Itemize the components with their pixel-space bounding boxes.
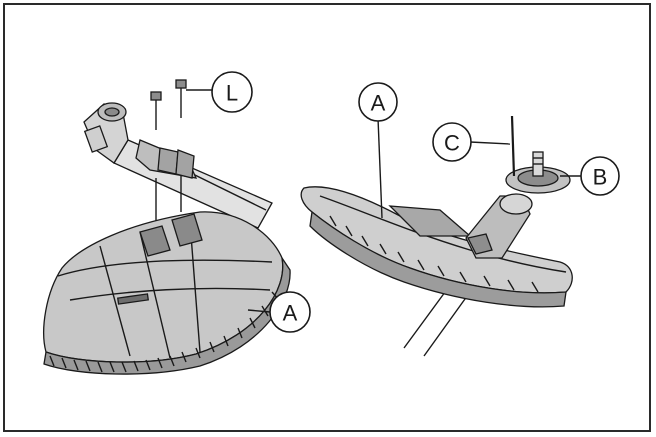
screw-2 [175,79,187,212]
locking-rod [510,115,516,177]
left-bracket [135,139,198,179]
callout-B-label: B [593,165,608,190]
callout-A-left: A [247,291,311,333]
spindle-washer [505,151,571,194]
callout-L-label: L [226,81,238,106]
right-assembly [300,115,573,357]
right-gear-head [465,193,533,259]
callout-B: B [560,156,620,196]
right-guard [300,186,573,308]
right-shaft [403,287,471,357]
callout-L: L [186,71,253,113]
left-guard [43,211,291,375]
left-guard-teeth [49,291,280,373]
left-assembly [43,79,291,375]
callout-C: C [432,122,511,162]
callout-A-right: A [358,82,398,219]
left-gear-head [83,102,129,164]
callout-C-label: C [444,131,460,156]
left-screws [150,79,187,228]
callout-A-right-label: A [371,91,386,116]
callout-A-left-label: A [283,301,298,326]
screw-1 [150,91,162,228]
